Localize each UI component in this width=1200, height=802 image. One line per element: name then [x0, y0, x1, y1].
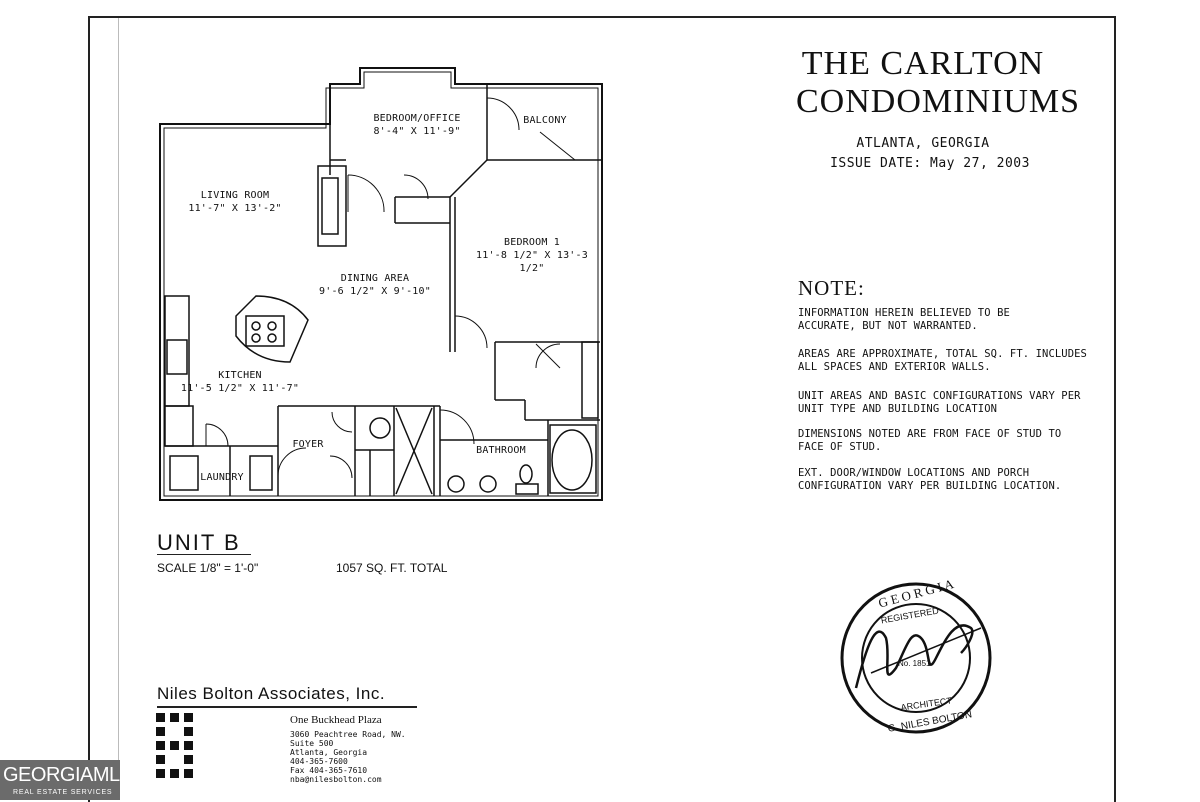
svg-text:REGISTERED: REGISTERED — [880, 605, 940, 625]
note-item: EXT. DOOR/WINDOW LOCATIONS AND PORCH CON… — [798, 467, 1062, 492]
title-line-2: CONDOMINIUMS — [796, 83, 1081, 120]
room-dimensions: 8'-4" X 11'-9" — [373, 126, 461, 137]
unit-title-underline — [157, 554, 251, 555]
room-label-kitchen: KITCHEN 11'-5 1/2" X 11'-7" — [180, 369, 300, 395]
firm-address-line: 3060 Peachtree Road, NW. — [290, 730, 406, 739]
exterior-walls — [159, 67, 603, 501]
note-item: UNIT AREAS AND BASIC CONFIGURATIONS VARY… — [798, 390, 1081, 415]
room-label-living-room: LIVING ROOM 11'-7" X 13'-2" — [180, 189, 290, 215]
room-dimensions: 11'-7" X 13'-2" — [188, 203, 282, 214]
room-name: BATHROOM — [476, 445, 526, 456]
georgia-mls-watermark: GEORGIAMLS REAL ESTATE SERVICES — [0, 760, 133, 800]
room-label-foyer: FOYER — [283, 438, 333, 451]
firm-phone: 404-365-7600 — [290, 757, 348, 766]
firm-address-line: Atlanta, Georgia — [290, 748, 368, 757]
note-item: DIMENSIONS NOTED ARE FROM FACE OF STUD T… — [798, 428, 1062, 453]
room-label-laundry: LAUNDRY — [194, 471, 250, 484]
location-text: ATLANTA, GEORGIA — [856, 136, 990, 151]
watermark-main-text: GEORGIAMLS — [3, 764, 133, 786]
room-name: BALCONY — [523, 115, 567, 126]
room-label-bedroom-1: BEDROOM 1 11'-8 1/2" X 13'-3 1/2" — [462, 236, 602, 275]
firm-address-line: One Buckhead Plaza — [290, 714, 382, 726]
room-label-balcony: BALCONY — [515, 114, 575, 127]
room-label-dining-area: DINING AREA 9'-6 1/2" X 9'-10" — [310, 272, 440, 298]
drawing-sheet-border — [88, 16, 1116, 802]
notes-heading: NOTE: — [798, 276, 865, 300]
room-dimensions: 11'-5 1/2" X 11'-7" — [180, 383, 300, 394]
square-footage-text: 1057 SQ. FT. TOTAL — [336, 561, 448, 575]
sheet-margin-line — [118, 18, 119, 800]
architect-seal: G E O R G I A REGISTERED ARCHITECT G. NI… — [840, 578, 992, 735]
watermark-sub-text: REAL ESTATE SERVICES — [13, 789, 113, 796]
scale-text: SCALE 1/8" = 1'-0" — [157, 561, 259, 575]
door-swings — [205, 97, 576, 479]
room-name: FOYER — [292, 439, 324, 450]
svg-text:No. 1851: No. 1851 — [898, 659, 931, 668]
room-name: LAUNDRY — [200, 472, 244, 483]
unit-title: UNIT B — [157, 530, 241, 555]
room-name: LIVING ROOM — [200, 190, 270, 201]
room-dimensions: 9'-6 1/2" X 9'-10" — [319, 286, 431, 297]
firm-address-line: Suite 500 — [290, 739, 334, 748]
room-name: BEDROOM 1 — [504, 237, 560, 248]
room-name: BEDROOM/OFFICE — [373, 113, 461, 124]
firm-name: Niles Bolton Associates, Inc. — [157, 684, 386, 703]
windows — [159, 67, 560, 350]
room-label-bedroom-office: BEDROOM/OFFICE 8'-4" X 11'-9" — [352, 112, 482, 138]
room-label-bathroom: BATHROOM — [468, 444, 534, 457]
note-item: INFORMATION HEREIN BELIEVED TO BE ACCURA… — [798, 307, 1010, 332]
firm-email: nba@nilesbolton.com — [290, 775, 382, 784]
note-item: AREAS ARE APPROXIMATE, TOTAL SQ. FT. INC… — [798, 348, 1087, 373]
title-line-1: THE CARLTON — [801, 45, 1045, 82]
room-name: KITCHEN — [218, 370, 262, 381]
issue-date-text: ISSUE DATE: May 27, 2003 — [830, 156, 1030, 171]
floor-plan — [159, 67, 603, 501]
room-name: DINING AREA — [340, 273, 410, 284]
firm-logo — [156, 713, 196, 783]
firm-fax: Fax 404-365-7610 — [290, 766, 368, 775]
room-dimensions: 11'-8 1/2" X 13'-3 1/2" — [476, 250, 588, 274]
firm-name-underline — [157, 706, 417, 708]
